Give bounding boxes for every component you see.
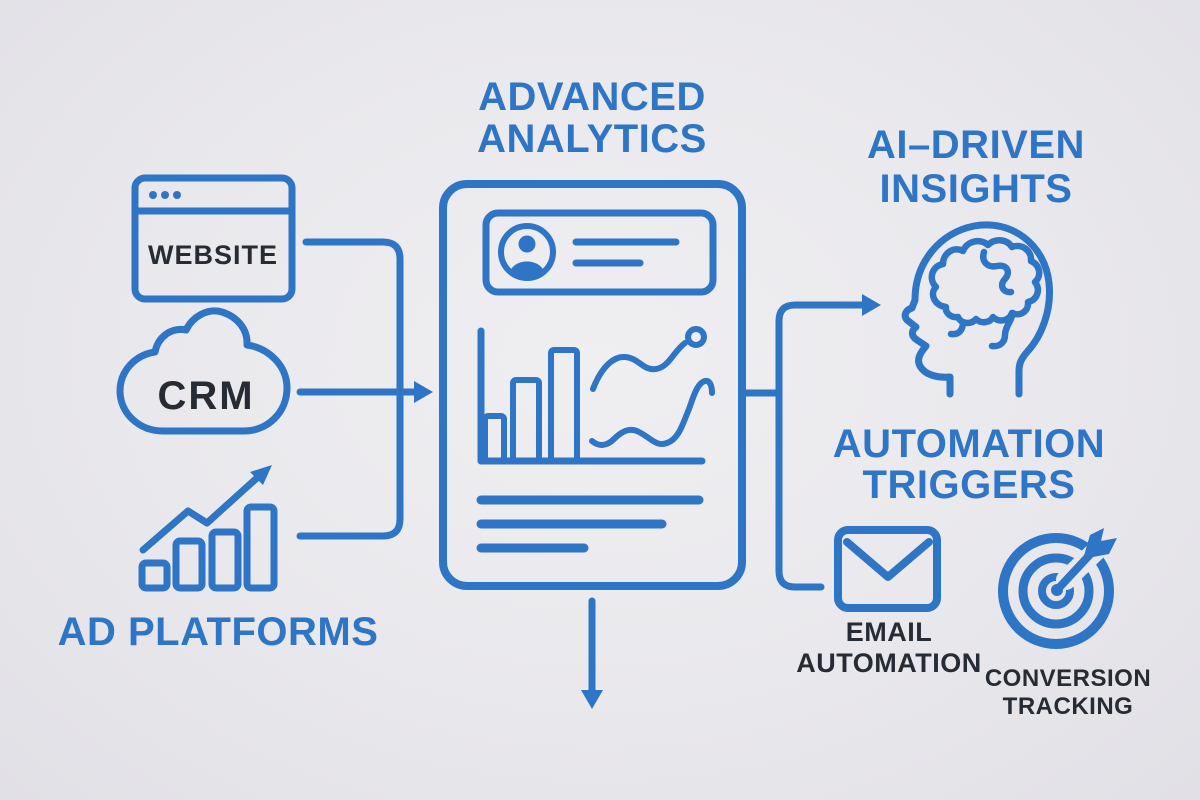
browser-window-icon xyxy=(131,174,296,303)
trend-arrowhead-icon xyxy=(250,465,272,485)
envelope-body xyxy=(834,526,941,612)
target-inner-ring xyxy=(1038,573,1074,609)
automation-output: AUTOMATION TRIGGERS EMAIL AUTOMATION CON… xyxy=(796,422,1151,720)
dashboard-frame xyxy=(439,180,746,590)
ai-insights-title-line1: AI–DRIVEN xyxy=(867,123,1085,167)
brain-stem xyxy=(988,309,1017,350)
head-profile-outline xyxy=(901,221,1053,398)
envelope-flap xyxy=(843,538,933,581)
crm-source: CRM xyxy=(116,307,291,435)
brain-curl xyxy=(980,248,1015,296)
trend-line xyxy=(139,473,262,554)
avatar-icon xyxy=(498,223,556,281)
center-title-line1: ADVANCED xyxy=(478,75,706,119)
automation-title-line1: AUTOMATION xyxy=(833,422,1105,466)
conversion-tracking-item: CONVERSION TRACKING xyxy=(985,528,1151,720)
profile-card-frame xyxy=(482,209,717,296)
cloud-icon xyxy=(116,307,291,435)
target-icon xyxy=(998,528,1117,649)
line-chart-icon xyxy=(589,326,715,448)
chart-axis xyxy=(477,327,706,465)
conversion-label-line1: CONVERSION xyxy=(985,665,1151,692)
browser-dot-icon xyxy=(173,191,181,199)
crm-label: CRM xyxy=(157,374,254,418)
target-middle-ring xyxy=(1018,553,1094,629)
growth-bar xyxy=(138,559,171,592)
ad-platforms-label: AD PLATFORMS xyxy=(58,610,379,654)
browser-frame xyxy=(131,174,296,303)
line-chart-upper-wave xyxy=(590,340,688,392)
ai-insights-output: AI–DRIVEN INSIGHTS xyxy=(867,123,1085,398)
connectors xyxy=(296,238,881,709)
chart-bar xyxy=(510,377,542,464)
arrowhead-into-ai-icon xyxy=(862,294,881,316)
browser-dot-icon xyxy=(161,191,169,199)
arrowhead-down-icon xyxy=(581,690,603,709)
analytics-dashboard-icon xyxy=(439,180,746,590)
ad-platforms-source: AD PLATFORMS xyxy=(58,465,379,654)
chart-bar xyxy=(548,347,580,464)
growth-bar xyxy=(243,503,278,592)
growth-chart-icon xyxy=(138,465,278,592)
target-outer-ring xyxy=(998,533,1114,649)
brain-stem-small xyxy=(947,318,967,338)
automation-title-line2: TRIGGERS xyxy=(863,463,1076,507)
email-automation-item: EMAIL AUTOMATION xyxy=(796,526,981,678)
arrowhead-into-dashboard-icon xyxy=(414,381,433,403)
browser-dot-icon xyxy=(149,191,157,199)
dashboard-text-lines xyxy=(476,495,704,553)
chart-bar xyxy=(482,413,507,464)
dart-tip xyxy=(1051,584,1063,596)
brain-outline xyxy=(928,237,1043,327)
line-chart-endpoint-dot xyxy=(685,326,707,348)
email-label-line2: AUTOMATION xyxy=(796,648,981,678)
head-brain-icon xyxy=(901,221,1053,398)
connector-to-ai-insights xyxy=(775,301,867,397)
growth-bar xyxy=(172,537,206,592)
profile-card xyxy=(482,209,717,296)
ai-insights-title-line2: INSIGHTS xyxy=(880,167,1073,211)
line-chart-lower-wave xyxy=(589,377,715,448)
avatar-shoulders xyxy=(510,261,544,277)
website-label: WEBSITE xyxy=(148,240,278,270)
envelope-icon xyxy=(834,526,941,612)
email-label-line1: EMAIL xyxy=(846,617,933,647)
bar-chart-icon xyxy=(477,327,706,465)
conversion-label-line2: TRACKING xyxy=(1003,693,1134,720)
dart-fletching xyxy=(1083,528,1117,559)
website-source: WEBSITE xyxy=(131,174,296,303)
connector-to-automation xyxy=(775,389,825,591)
center-title-line2: ANALYTICS xyxy=(477,117,707,161)
growth-bar xyxy=(208,528,242,592)
avatar-head xyxy=(518,235,536,253)
